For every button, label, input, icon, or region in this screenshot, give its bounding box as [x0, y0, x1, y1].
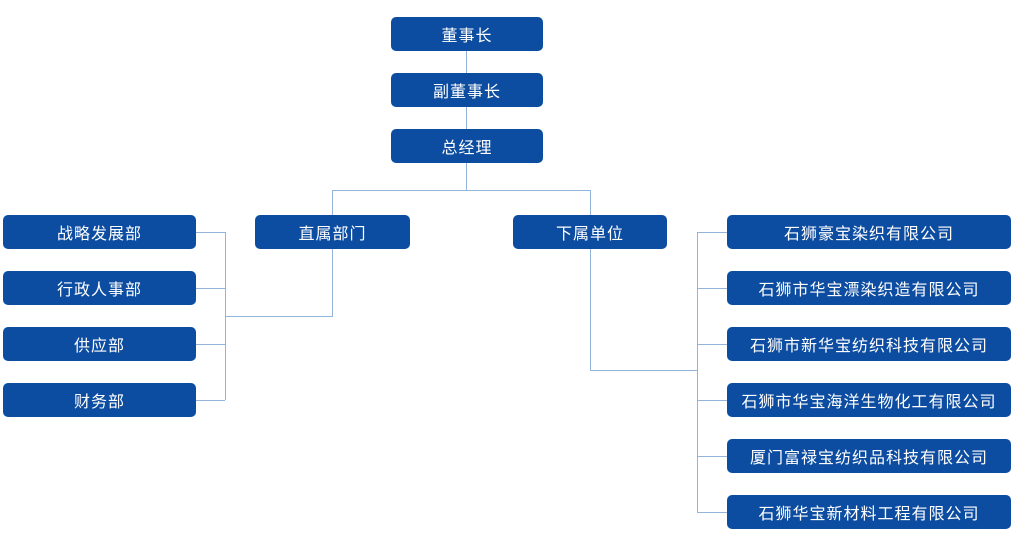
connector-subordinate-drop — [590, 249, 591, 370]
connector-comp-stub — [697, 456, 727, 457]
org-node-general-manager: 总经理 — [391, 129, 543, 163]
connector-dept-stub — [196, 232, 225, 233]
connector-direct-drop — [332, 249, 333, 316]
org-node-company: 石狮华宝新材料工程有限公司 — [727, 495, 1011, 529]
connector-chairman-vice — [466, 51, 467, 73]
connector-comp-stub — [697, 344, 727, 345]
org-node-chairman: 董事长 — [391, 17, 543, 51]
org-node-company: 石狮豪宝染织有限公司 — [727, 215, 1011, 249]
org-node-company: 石狮市华宝海洋生物化工有限公司 — [727, 383, 1011, 417]
org-node-company: 石狮市华宝漂染织造有限公司 — [727, 271, 1011, 305]
connector-gm-split — [466, 163, 467, 191]
org-node-department: 财务部 — [3, 383, 196, 417]
org-node-vice-chairman: 副董事长 — [391, 73, 543, 107]
connector-right-spine — [697, 232, 698, 512]
connector-comp-stub — [697, 232, 727, 233]
org-node-company: 石狮市新华宝纺织科技有限公司 — [727, 327, 1011, 361]
connector-left-spine — [225, 232, 226, 400]
connector-split-right-drop — [590, 190, 591, 215]
org-node-subordinate-units: 下属单位 — [513, 215, 667, 249]
connector-dept-stub — [196, 288, 225, 289]
org-node-department: 供应部 — [3, 327, 196, 361]
org-node-department: 战略发展部 — [3, 215, 196, 249]
connector-direct-to-spine — [225, 316, 333, 317]
connector-vice-gm — [466, 107, 467, 129]
connector-split-horizontal — [332, 190, 590, 191]
connector-subordinate-to-spine — [590, 370, 697, 371]
connector-split-left-drop — [332, 190, 333, 215]
connector-comp-stub — [697, 512, 727, 513]
connector-dept-stub — [196, 400, 225, 401]
org-node-company: 厦门富禄宝纺织品科技有限公司 — [727, 439, 1011, 473]
connector-comp-stub — [697, 400, 727, 401]
org-node-direct-departments: 直属部门 — [255, 215, 410, 249]
connector-dept-stub — [196, 344, 225, 345]
org-node-department: 行政人事部 — [3, 271, 196, 305]
connector-comp-stub — [697, 288, 727, 289]
